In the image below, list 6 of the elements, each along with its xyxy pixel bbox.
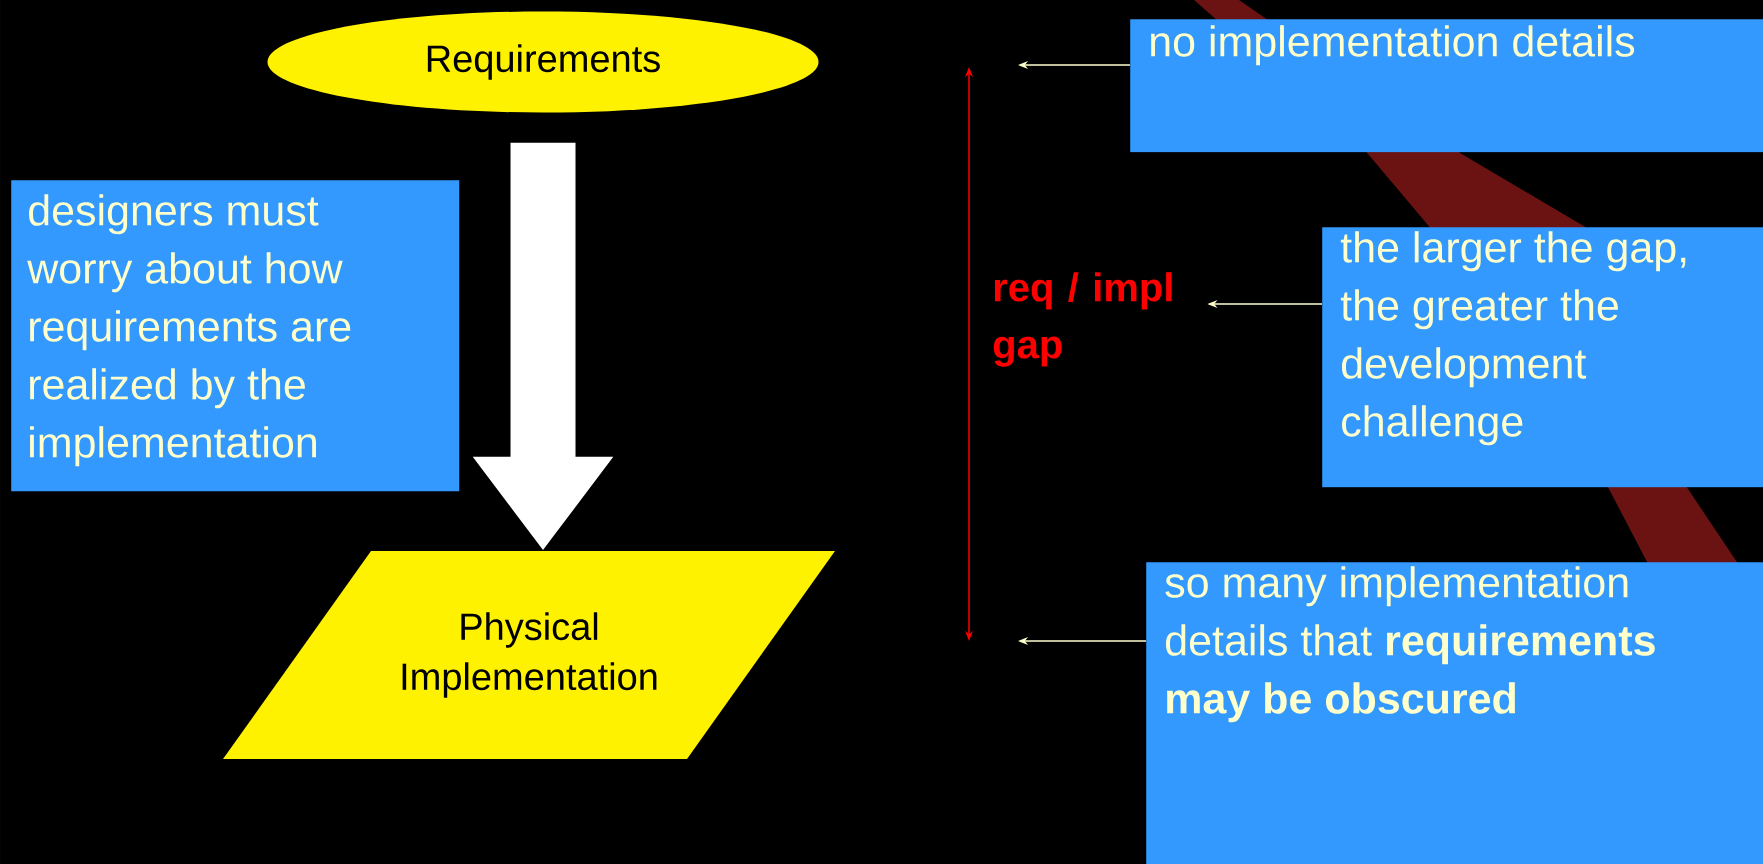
note-box: so many implementation details that requirements may be obscured — [1146, 562, 1763, 864]
note-box: the larger the gap, the greater the development challenge — [1322, 227, 1763, 488]
gap-label: req / impl gap — [993, 272, 1172, 367]
note-box: designers must worry about how requirements are realized by the implementation — [11, 180, 460, 492]
data-parallelogram: Physical Implementation — [223, 551, 835, 759]
note-box: no implementation details — [1130, 19, 1763, 153]
